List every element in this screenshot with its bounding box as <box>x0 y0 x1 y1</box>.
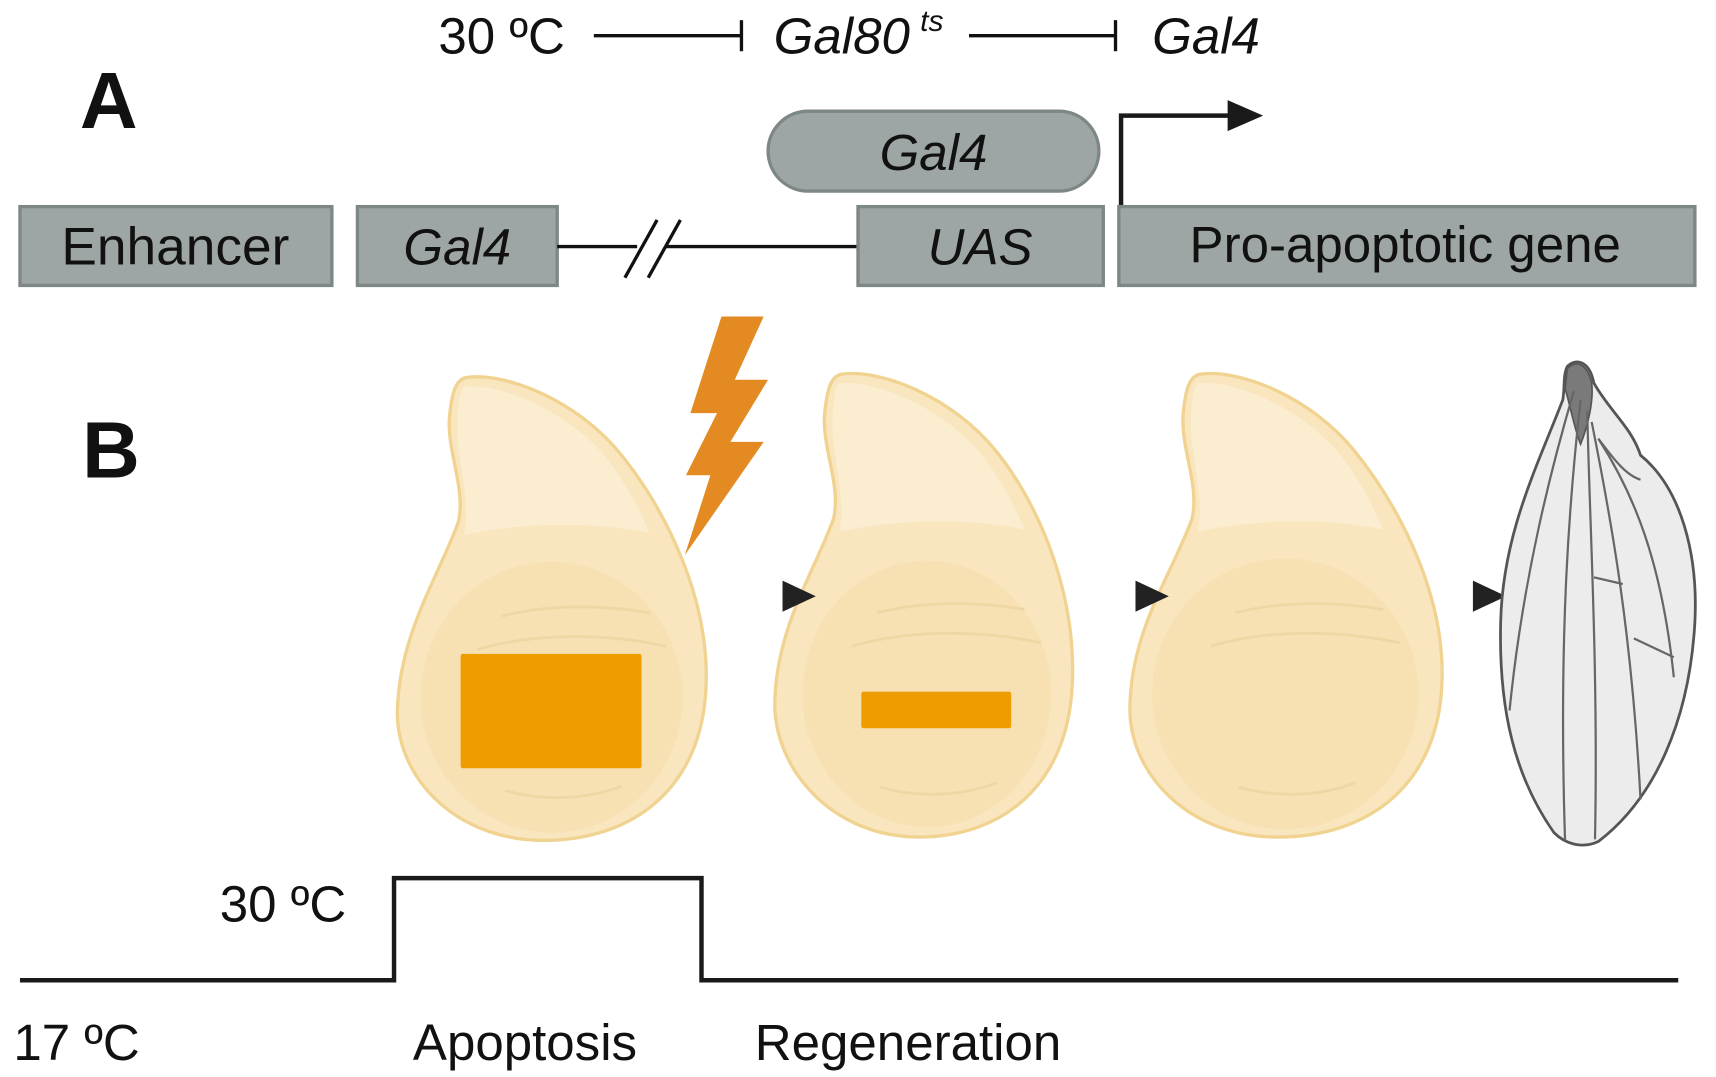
regulation-target: Gal4 <box>1152 7 1260 64</box>
wing-disc-pouch <box>1152 558 1419 830</box>
wing-disc-fold <box>476 635 667 651</box>
wing-disc-fold <box>1235 602 1384 615</box>
transcription-arrow-line <box>1118 113 1235 207</box>
phase-label-regeneration: Regeneration <box>755 1014 1062 1071</box>
lightning-icon <box>684 316 769 556</box>
wing-disc-fold <box>1238 781 1356 796</box>
progression-arrow-1 <box>693 580 816 612</box>
enhancer-box-label: Enhancer <box>61 217 289 276</box>
repressor-label: Gal80 <box>774 7 910 64</box>
adult-wing-crossvein <box>1593 576 1624 586</box>
wing-disc-highlight <box>1190 382 1384 532</box>
low-temperature-label: 17 ºC <box>13 1014 139 1071</box>
adult-wing-icon <box>1499 360 1697 847</box>
gal4-protein-shape <box>766 109 1101 193</box>
adult-wing-vein <box>1586 410 1597 840</box>
ablation-zone-large <box>460 653 642 769</box>
regulation-cascade: 30 ºC Gal80 ts Gal4 <box>438 5 1260 64</box>
wing-disc-icon <box>773 371 1075 839</box>
wing-disc-fold <box>876 602 1025 615</box>
ablation-zone-small <box>861 691 1012 729</box>
temperature-trace <box>19 875 1679 983</box>
wing-disc-fold <box>504 784 623 799</box>
genetic-construct: Enhancer Gal4 UAS Pro-apoptotic gene <box>18 204 1697 288</box>
gal4-protein: Gal4 <box>766 109 1101 193</box>
gal4-driver-box: Gal4 <box>355 204 559 288</box>
adult-wing-vein <box>1597 437 1641 481</box>
wing-disc-fold <box>501 605 650 618</box>
wing-disc-fold <box>852 631 1042 648</box>
adult-wing-vein <box>1508 390 1575 711</box>
enhancer-box: Enhancer <box>18 204 334 288</box>
arrow-right-icon <box>1472 580 1507 612</box>
pro-apoptotic-gene-box-label: Pro-apoptotic gene <box>1190 216 1621 273</box>
repressor-superscript: ts <box>920 5 943 38</box>
phase-label-apoptosis: Apoptosis <box>413 1014 637 1071</box>
adult-wing-vein <box>1590 421 1642 800</box>
adult-wing-crossvein <box>1633 637 1675 659</box>
adult-wing-vein <box>1561 399 1582 841</box>
adult-wing-outline <box>1499 360 1697 847</box>
uas-box-shape <box>856 204 1105 288</box>
temperature-profile: 30 ºC 17 ºC Apoptosis Regeneration <box>13 875 1679 1071</box>
regulation-temperature: 30 ºC <box>438 7 564 64</box>
wing-disc-highlight <box>832 382 1025 532</box>
pro-apoptotic-gene-box: Pro-apoptotic gene <box>1117 204 1697 288</box>
high-temperature-label: 30 ºC <box>220 875 346 932</box>
wing-disc-fold <box>1210 631 1400 648</box>
wing-disc-fold <box>879 781 998 796</box>
uas-box: UAS <box>856 204 1105 288</box>
panel-label-b: B <box>82 405 140 494</box>
transcription-start-arrow <box>1118 100 1264 207</box>
arrow-right-icon <box>782 580 816 612</box>
chromosome-break <box>557 219 858 279</box>
wing-disc-icon <box>1128 371 1444 839</box>
wing-disc-highlight <box>457 386 650 536</box>
break-slash-1 <box>623 219 659 279</box>
break-slash-2 <box>646 219 682 279</box>
wing-disc-icon <box>395 375 708 843</box>
progression-arrow-3 <box>1424 580 1507 612</box>
arrow-right-icon <box>1227 100 1264 132</box>
arrow-right-icon <box>1135 580 1169 612</box>
uas-box-label: UAS <box>928 218 1033 275</box>
adult-wing-hinge <box>1564 363 1593 447</box>
gal4-driver-box-label: Gal4 <box>403 218 511 275</box>
panel-label-a: A <box>80 56 138 145</box>
adult-wing-vein <box>1597 438 1675 678</box>
enhancer-box-shape <box>18 204 334 288</box>
progression-arrow-2 <box>1067 580 1169 612</box>
pro-apoptotic-gene-box-shape <box>1117 204 1697 288</box>
gal4-driver-box-shape <box>355 204 559 288</box>
gal4-protein-label: Gal4 <box>880 124 988 181</box>
